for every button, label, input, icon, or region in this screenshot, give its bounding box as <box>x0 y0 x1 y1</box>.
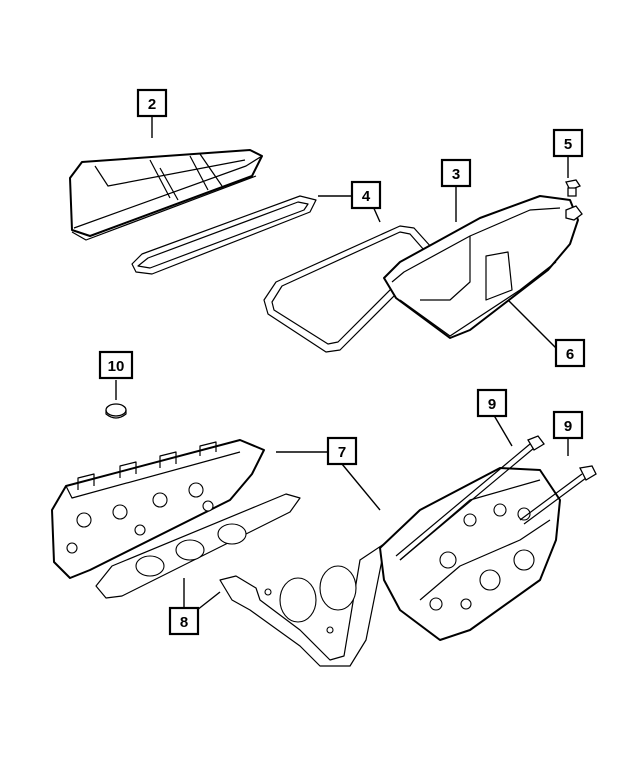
callout-9a: 9 <box>476 388 508 418</box>
callout-2: 2 <box>136 88 168 118</box>
svg-text:9: 9 <box>564 418 572 435</box>
left-head-gasket <box>95 493 301 599</box>
svg-text:10: 10 <box>108 358 125 375</box>
breather-fitting <box>565 179 581 197</box>
left-cylinder-head <box>51 439 265 579</box>
head-bolt-short <box>519 465 597 525</box>
svg-text:3: 3 <box>452 166 460 183</box>
callout-6: 6 <box>554 338 586 368</box>
svg-text:6: 6 <box>566 346 574 363</box>
svg-text:2: 2 <box>148 96 156 113</box>
leader-lines <box>115 114 569 615</box>
callout-8: 8 <box>168 606 200 636</box>
svg-text:8: 8 <box>180 614 188 631</box>
callout-10: 10 <box>98 350 134 380</box>
head-bolt-long <box>395 435 545 561</box>
svg-text:9: 9 <box>488 396 496 413</box>
callout-3: 3 <box>440 158 472 188</box>
svg-text:4: 4 <box>362 188 371 205</box>
left-head-cover <box>69 149 263 241</box>
right-head-cover <box>383 195 583 339</box>
svg-text:7: 7 <box>338 444 346 461</box>
cup-plug <box>105 403 127 419</box>
callout-7: 7 <box>326 436 358 466</box>
svg-text:5: 5 <box>564 136 572 153</box>
callout-4: 4 <box>350 180 382 210</box>
right-cylinder-head <box>379 467 561 641</box>
callout-9b: 9 <box>552 410 584 440</box>
callout-5: 5 <box>552 128 584 158</box>
left-cover-gasket <box>131 195 317 275</box>
